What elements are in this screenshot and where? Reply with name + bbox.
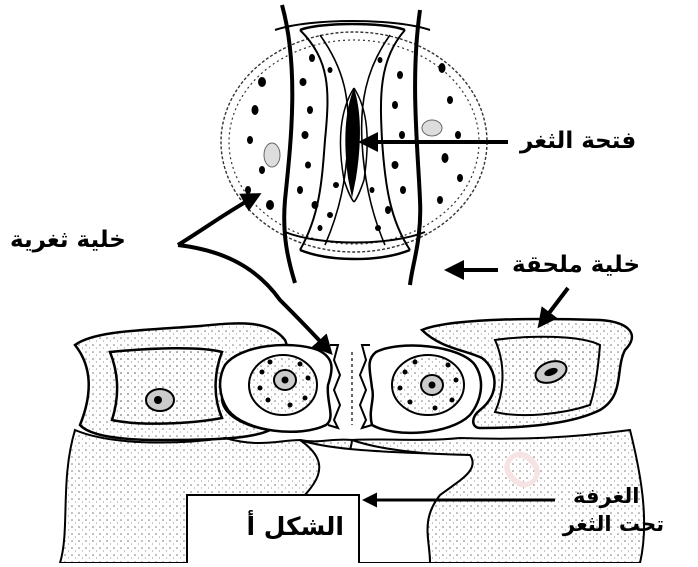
arrow-guard-cell-up — [178, 195, 258, 245]
label-subsidiary-cell: خلية ملحقة — [512, 252, 640, 278]
outer-cap-top — [275, 21, 430, 30]
label-substomatal-chamber-line2: تحت الثغر — [563, 512, 664, 536]
surface-view-stoma — [221, 5, 487, 285]
guard-cap-top — [300, 24, 405, 30]
subsidiary-wall-left — [282, 5, 295, 283]
nucleus-right — [422, 120, 442, 136]
label-substomatal-chamber-line1: الغرفة — [573, 484, 640, 508]
nucleus-left — [264, 143, 280, 167]
figure-label: الشكل أ — [246, 512, 344, 541]
guard-cell-left — [300, 30, 327, 250]
epidermal-cell-left — [110, 348, 222, 423]
label-guard-cell: خلية ثغرية — [10, 227, 126, 253]
figure-label-box: الشكل أ — [186, 494, 360, 563]
subsidiary-wall-right — [410, 10, 420, 285]
label-stoma-opening: فتحة الثغر — [520, 128, 636, 154]
